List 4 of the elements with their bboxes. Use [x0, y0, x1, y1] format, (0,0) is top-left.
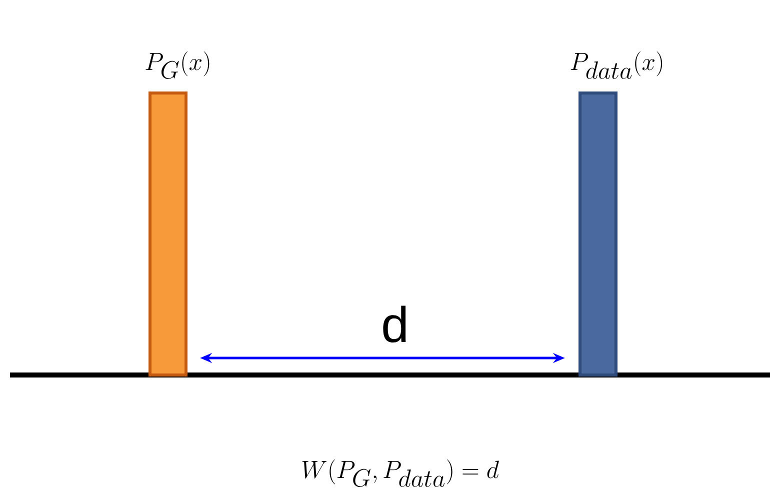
formula-label: $P_{data}(x)$ [570, 51, 662, 79]
formula-label: $P_G(x)$ [146, 51, 210, 79]
caption-formula: $W(P_G, P_{data}) = d$ [302, 459, 499, 487]
distance-label: d [383, 306, 406, 342]
